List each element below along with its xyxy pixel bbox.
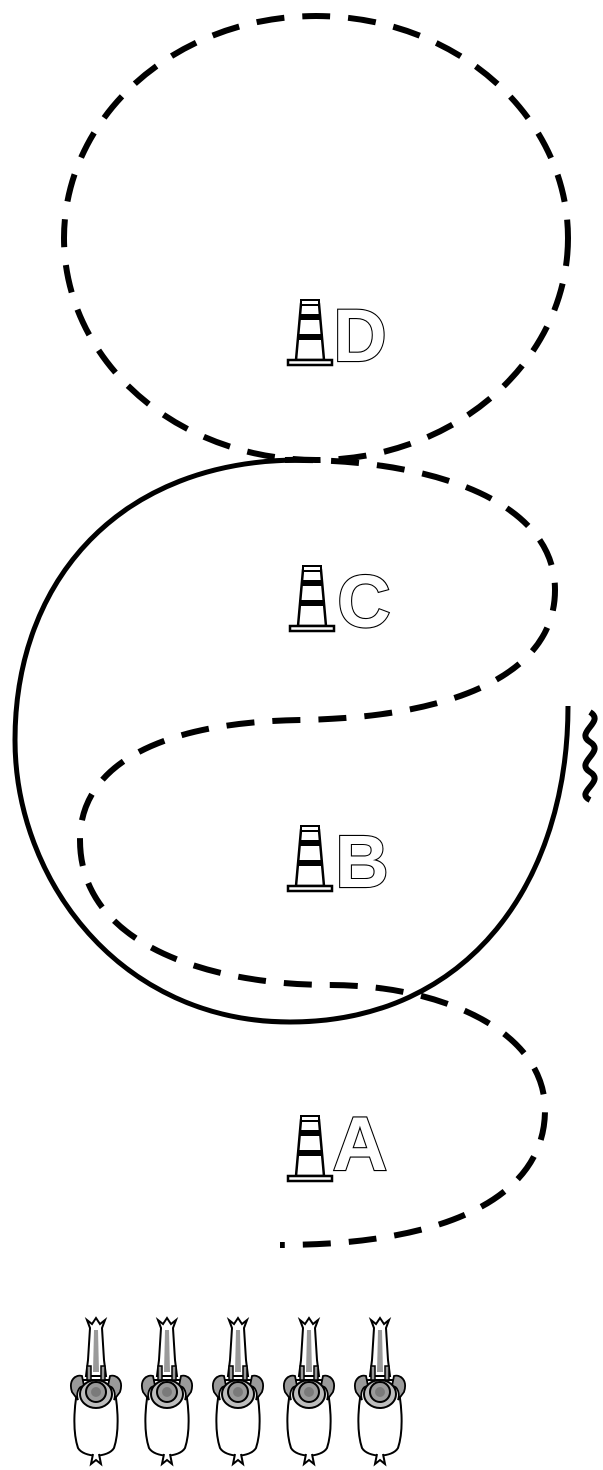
dashed-serpentine-path bbox=[76, 456, 559, 1248]
horse-rider-icon bbox=[140, 1317, 194, 1465]
cone-marker-d: D bbox=[286, 293, 388, 378]
cone-marker-c: C bbox=[288, 559, 392, 644]
cone-marker-a: A bbox=[286, 1101, 389, 1188]
horse-rider-icon bbox=[353, 1317, 407, 1465]
horse-rider-icon bbox=[211, 1317, 265, 1465]
solid-circle-path bbox=[12, 457, 571, 1025]
cone-label-b: B bbox=[335, 820, 388, 903]
cone-label-d: D bbox=[333, 294, 386, 377]
squiggle-marker bbox=[582, 709, 598, 803]
cone-label-c: C bbox=[337, 560, 390, 643]
dashed-path-top-circle bbox=[61, 13, 571, 463]
riders-group bbox=[69, 1317, 407, 1465]
horse-rider-icon bbox=[282, 1317, 336, 1465]
cone-label-a: A bbox=[333, 1102, 388, 1187]
horse-rider-icon bbox=[69, 1317, 123, 1465]
cone-marker-b: B bbox=[286, 819, 390, 904]
